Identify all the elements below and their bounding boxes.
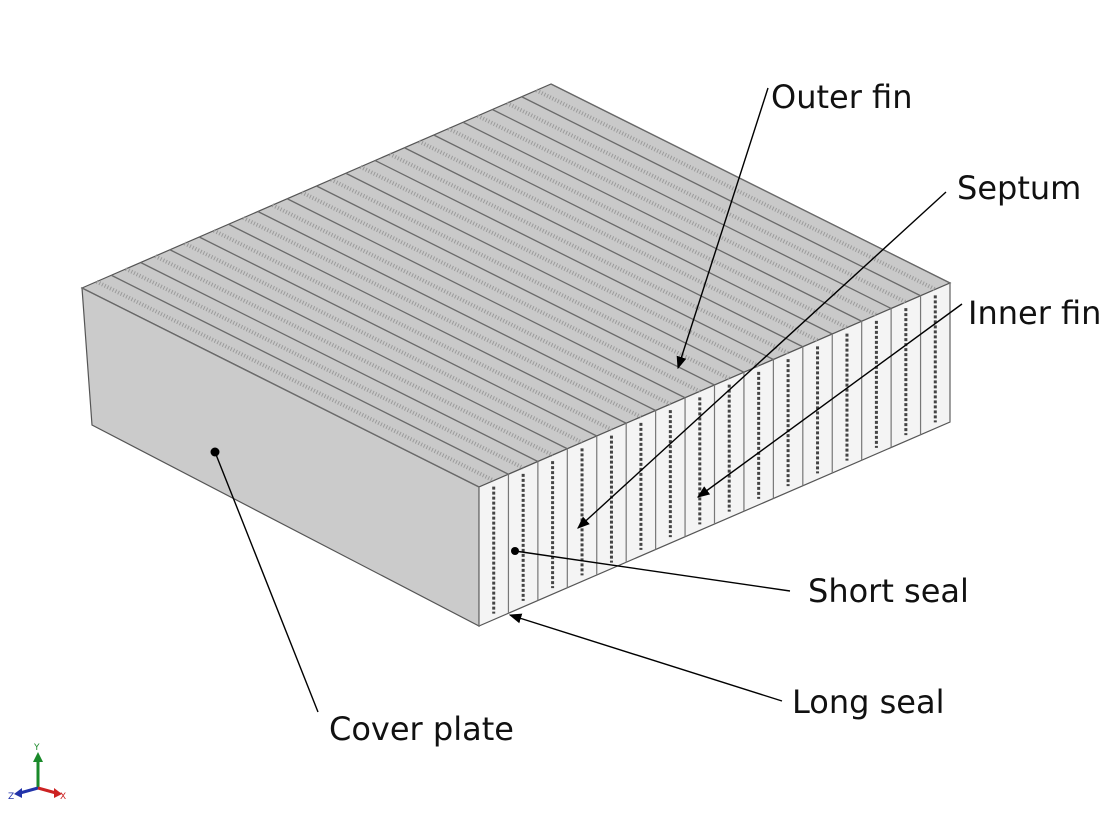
cover-plate-leader xyxy=(214,451,319,713)
leader-lines xyxy=(214,87,963,713)
front-fin-passages xyxy=(478,283,951,626)
top-stripe xyxy=(330,177,731,381)
septum-label: Septum xyxy=(957,169,1081,207)
top-stripe xyxy=(506,101,907,304)
triad-z-label: Z xyxy=(8,792,14,802)
top-stripe xyxy=(140,261,539,463)
short-seal-leader xyxy=(514,550,791,592)
inner-fin-leader xyxy=(696,303,963,498)
long-seal-leader xyxy=(508,613,783,702)
plate-fin-core xyxy=(80,83,952,627)
cover-plate-dot xyxy=(210,447,220,457)
top-stripe xyxy=(111,274,509,475)
top-stripe xyxy=(345,172,745,373)
long-seal-label: Long seal xyxy=(792,683,944,721)
top-stripe xyxy=(447,126,848,330)
top-stripe xyxy=(286,198,686,399)
top-stripe xyxy=(154,254,554,457)
top-stripe xyxy=(521,96,921,297)
top-stripe xyxy=(374,159,774,361)
top-stripe xyxy=(169,249,568,450)
top-stripe xyxy=(125,267,525,470)
top-fin-stripes xyxy=(81,83,951,488)
top-stripe xyxy=(418,139,819,343)
triad-x-label: X xyxy=(60,792,66,802)
top-stripe xyxy=(183,241,583,445)
top-stripe xyxy=(316,185,715,386)
top-stripe xyxy=(95,279,495,483)
top-stripe xyxy=(257,210,656,412)
top-stripe xyxy=(271,203,672,406)
top-stripe xyxy=(242,216,642,419)
outer-fin-label: Outer fin xyxy=(771,78,912,116)
top-stripe xyxy=(359,165,760,368)
cover-plate-label: Cover plate xyxy=(329,710,514,748)
inner-fin-label: Inner fin xyxy=(968,294,1101,332)
triad-y-label: Y xyxy=(33,743,40,753)
top-stripe xyxy=(228,223,627,424)
septum-leader xyxy=(577,191,947,529)
coordinate-triad: Y Z X xyxy=(8,743,66,802)
top-stripe xyxy=(476,114,878,317)
top-stripe xyxy=(388,152,789,355)
top-stripe xyxy=(404,147,804,348)
top-stripe xyxy=(198,236,598,437)
top-stripe xyxy=(300,190,701,394)
top-stripe xyxy=(433,134,833,335)
top-stripe xyxy=(213,228,613,432)
short-seal-dot xyxy=(511,547,519,555)
top-stripe xyxy=(492,108,892,310)
top-stripe xyxy=(462,121,862,322)
top-stripe xyxy=(81,287,480,488)
short-seal-label: Short seal xyxy=(808,572,969,610)
outer-fin-leader xyxy=(676,87,769,370)
